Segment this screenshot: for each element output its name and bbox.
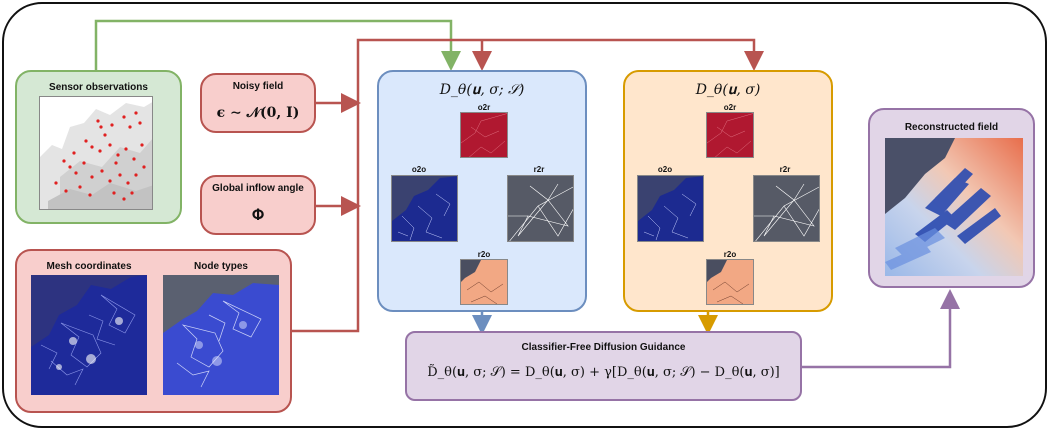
mesh-arrow [292,38,764,333]
node-types-title: Node types [194,261,248,272]
uncond-o2o-label: o2o [657,165,673,174]
cond-r2r-image [507,175,574,242]
inflow-angle-box: Global inflow angle 𝚽 [200,175,316,235]
sensor-map-image [39,96,153,210]
cond-o2r-image [460,112,508,158]
unconditional-model-box: D_θ(𝐮, σ) o2r o2o r2r r2o [623,70,833,312]
inflow-angle-symbol: 𝚽 [251,205,265,224]
uncond-o2r-image [706,112,754,158]
uncond-r2r-label: r2r [779,165,791,174]
cond-o2o-image [391,175,458,242]
conditional-model-box: D_θ(𝐮, σ; 𝒮) o2r o2o r2r r2o [377,70,587,312]
cond-r2o-label: r2o [477,250,491,259]
uncond-r2o-image [706,259,754,305]
sensor-observations-title: Sensor observations [49,82,148,93]
inflow-angle-title: Global inflow angle [212,183,304,194]
uncond-r2r-image [753,175,820,242]
reconstructed-field-image [885,138,1023,276]
unconditional-model-title: D_θ(𝐮, σ) [695,82,761,98]
cond-o2r-label: o2r [477,103,491,112]
cfg-out-arrow [802,289,960,369]
mesh-coordinates-title: Mesh coordinates [46,261,132,272]
sensor-arrow [94,19,461,71]
cond-r2r-label: r2r [533,165,545,174]
mesh-box: Mesh coordinates Node types [15,249,292,413]
cond-r2o-image [460,259,508,305]
mesh-coordinates-image [31,275,147,395]
noisy-field-box: Noisy field ϵ ∼ 𝒩(0, 𝐈) [200,73,316,133]
sensor-observations-box: Sensor observations [15,70,182,224]
conditional-model-title: D_θ(𝐮, σ; 𝒮) [439,82,525,98]
reconstructed-field-title: Reconstructed field [904,122,999,133]
cfg-title: Classifier-Free Diffusion Guidance [521,342,686,353]
node-types-image [163,275,279,395]
uncond-o2o-image [637,175,704,242]
noisy-field-formula: ϵ ∼ 𝒩(0, 𝐈) [216,105,300,121]
reconstructed-field-box: Reconstructed field [868,108,1035,288]
uncond-o2r-label: o2r [723,103,737,112]
cond-o2o-label: o2o [411,165,427,174]
cfg-formula: D̃_θ(𝐮, σ; 𝒮) = D_θ(𝐮, σ) + γ[D_θ(𝐮, σ; … [427,365,780,380]
noisy-field-title: Noisy field [232,81,284,92]
uncond-r2o-label: r2o [723,250,737,259]
cfg-box: Classifier-Free Diffusion Guidance D̃_θ(… [405,331,802,401]
